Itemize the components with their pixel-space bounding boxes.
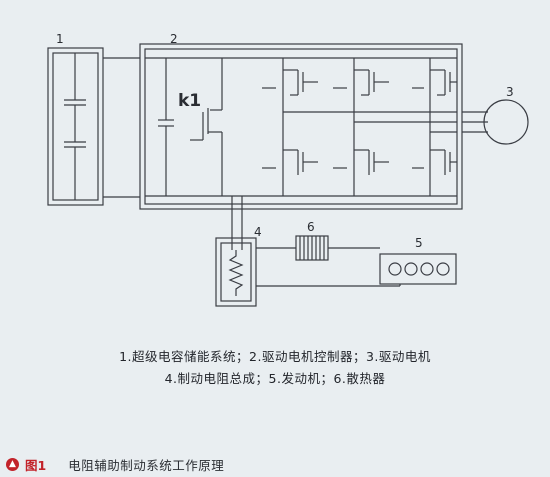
label-engine: 5 [415,236,423,250]
upper-igbt-2 [333,69,389,96]
upper-igbt-3 [412,69,457,96]
lower-igbt-1 [262,149,318,175]
figure-number: 图1 [25,458,47,473]
drive-motor-controller [139,43,463,210]
label-radiator: 6 [307,220,315,234]
legend-line-1: 1.超级电容储能系统；2.驱动电机控制器；3.驱动电机 [119,349,431,364]
lower-igbt-2 [333,149,389,175]
radiator [295,235,329,261]
figure-title: 电阻辅助制动系统工作原理 [68,458,225,473]
label-motor: 3 [506,85,514,99]
label-braking-resistor: 4 [254,225,262,239]
legend-line-2: 4.制动电阻总成；5.发动机；6.散热器 [164,371,386,386]
braking-resistor-assembly [215,237,257,307]
figure-caption-bar: ▲ 图1 电阻辅助制动系统工作原理 [0,452,550,477]
label-k1-switch: k1 [178,91,201,111]
upper-igbt-1 [262,69,318,96]
supercapacitor-system [47,47,104,206]
label-supercapacitor: 1 [56,32,64,46]
engine [379,253,457,285]
drive-motor [483,99,529,145]
up-arrow-icon: ▲ [6,458,19,471]
label-controller: 2 [170,32,178,46]
lower-igbt-3 [412,149,457,175]
